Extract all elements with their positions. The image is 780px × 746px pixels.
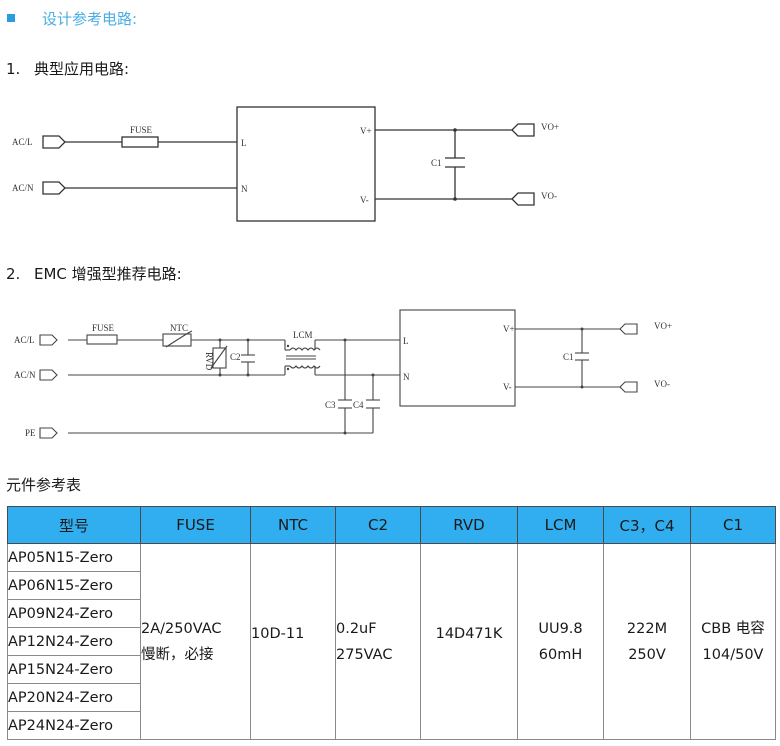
c3-c4-voltage: 250V [628, 646, 666, 663]
c3-c4-code: 222M [626, 620, 668, 637]
table-row: AP24N24-Zero [7, 711, 776, 740]
label-rvd: RVD [204, 352, 214, 371]
table-row: AP20N24-Zero [7, 683, 776, 712]
label-c2: C2 [230, 352, 241, 362]
label-fuse: FUSE [130, 125, 153, 135]
label-c4: C4 [353, 400, 364, 410]
label-vo-plus: VO+ [654, 321, 672, 331]
table-header-row: 型号 FUSE NTC C2 RVD LCM C3，C4 C1 [7, 506, 776, 544]
label-acn: AC/N [12, 183, 34, 193]
label-pe: PE [25, 428, 36, 438]
circuit2-heading: 2. EMC 增强型推荐电路: [6, 263, 182, 284]
pe-connector [39, 427, 58, 439]
fuse-cell: 2A/250VAC 慢断，必接 [140, 543, 251, 740]
header-model: 型号 [7, 506, 141, 544]
table-row: AP15N24-Zero [7, 655, 776, 684]
circuit1-heading: 1. 典型应用电路: [6, 58, 129, 79]
label-lcm: LCM [293, 330, 313, 340]
vo-minus-connector [511, 192, 535, 206]
header-rvd: RVD [420, 506, 518, 544]
label-c1: C1 [563, 352, 574, 362]
c2-cell: 0.2uF 275VAC [335, 543, 421, 740]
label-pin-n: N [403, 372, 410, 382]
circuit1-title: 典型应用电路: [34, 60, 130, 78]
circuit1-number: 1. [6, 60, 21, 78]
fuse-symbol [121, 136, 159, 148]
header-c2: C2 [335, 506, 421, 544]
rvd-cell: 14D471K [420, 543, 518, 740]
acn-connector [42, 181, 66, 195]
vo-plus-connector [619, 323, 638, 335]
c1-type: CBB 电容 [701, 620, 765, 637]
label-vo-minus: VO- [654, 379, 670, 389]
circuit2-number: 2. [6, 265, 21, 283]
vo-minus-connector [619, 381, 638, 393]
label-vminus: V- [360, 195, 369, 205]
table-row: AP12N24-Zero [7, 627, 776, 656]
label-c1: C1 [431, 158, 442, 168]
model-cell: AP05N15-Zero [7, 543, 141, 572]
module-box [236, 106, 376, 222]
table-row: AP06N15-Zero [7, 571, 776, 600]
typical-circuit-diagram: AC/L AC/N FUSE L N V+ V- C1 VO+ VO- [12, 106, 559, 222]
module-box [399, 309, 516, 407]
table-row: AP05N15-Zero 2A/250VAC 慢断，必接 10D-11 0.2u… [7, 543, 776, 740]
model-cell: AP12N24-Zero [7, 627, 141, 656]
c1-value: 104/50V [702, 646, 764, 663]
label-acl: AC/L [14, 335, 35, 345]
lcm-core: UU9.8 [538, 620, 583, 637]
header-ntc: NTC [250, 506, 336, 544]
label-vo-minus: VO- [541, 191, 557, 201]
label-vo-plus: VO+ [541, 122, 559, 132]
model-cell: AP20N24-Zero [7, 683, 141, 712]
acn-connector [39, 369, 58, 381]
parts-table: 型号 FUSE NTC C2 RVD LCM C3，C4 C1 AP05N15-… [7, 506, 776, 740]
fuse-rating: 2A/250VAC [141, 620, 222, 637]
label-vminus: V- [503, 382, 512, 392]
model-cell: AP06N15-Zero [7, 571, 141, 600]
header-c3-c4: C3，C4 [603, 506, 691, 544]
acl-connector [39, 334, 58, 346]
c2-capacitance: 0.2uF [336, 620, 377, 637]
label-acl: AC/L [12, 137, 33, 147]
lcm-cell: UU9.8 60mH [517, 543, 604, 740]
label-pin-l: L [241, 138, 247, 148]
label-pin-l: L [403, 336, 409, 346]
label-vplus: V+ [360, 126, 372, 136]
c1-cell: CBB 电容 104/50V [690, 543, 776, 740]
acl-connector [42, 135, 66, 149]
header-fuse: FUSE [140, 506, 251, 544]
rvd-value: 14D471K [435, 625, 503, 642]
label-ntc: NTC [170, 323, 188, 333]
square-bullet-icon [7, 14, 15, 22]
section-heading: 设计参考电路: [7, 6, 137, 30]
label-fuse: FUSE [92, 323, 115, 333]
emc-circuit-diagram: AC/L AC/N PE FUSE NTC RVD C2 LCM C3 C4 L… [14, 309, 672, 439]
header-c1: C1 [690, 506, 776, 544]
c3-c4-cell: 222M 250V [603, 543, 691, 740]
label-pin-n: N [241, 184, 248, 194]
model-cell: AP24N24-Zero [7, 711, 141, 740]
c2-voltage: 275VAC [336, 646, 393, 663]
ntc-value: 10D-11 [251, 625, 305, 642]
fuse-note: 慢断，必接 [141, 646, 214, 663]
fuse-symbol [86, 334, 118, 345]
vo-plus-connector [511, 123, 535, 137]
lcm-inductance: 60mH [538, 646, 583, 663]
label-vplus: V+ [503, 324, 515, 334]
parts-table-title: 元件参考表 [6, 476, 82, 494]
ntc-cell: 10D-11 [250, 543, 336, 740]
label-c3: C3 [325, 400, 336, 410]
model-cell: AP15N24-Zero [7, 655, 141, 684]
table-row: AP09N24-Zero [7, 599, 776, 628]
label-acn: AC/N [14, 370, 36, 380]
circuit2-title: EMC 增强型推荐电路: [34, 265, 182, 283]
header-lcm: LCM [517, 506, 604, 544]
section-title: 设计参考电路: [42, 9, 138, 28]
model-cell: AP09N24-Zero [7, 599, 141, 628]
